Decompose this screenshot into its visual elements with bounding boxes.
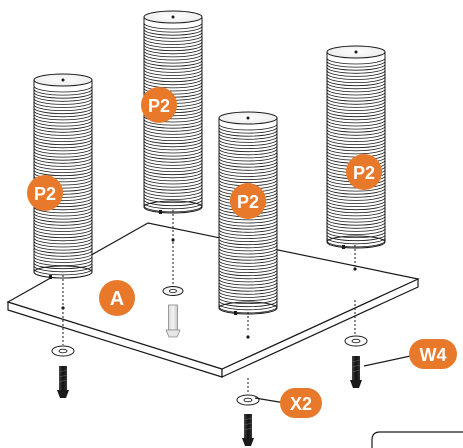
screws-under — [57, 356, 362, 446]
washer-label-text: W4 — [420, 345, 447, 365]
washer — [236, 394, 260, 406]
leg-label-4: P2 — [346, 154, 382, 190]
board-holes — [61, 238, 357, 339]
corner-frame — [371, 431, 463, 448]
screw-callout: X2 — [254, 388, 322, 418]
board-label-text: A — [110, 288, 124, 310]
leg-label-3-text: P2 — [237, 192, 259, 212]
washer-callout: W4 — [363, 339, 457, 369]
screw-label-text: X2 — [290, 394, 312, 414]
leg-label-1-text: P2 — [34, 184, 56, 204]
leg-label-1: P2 — [27, 175, 63, 211]
screw — [350, 356, 362, 388]
washers-under — [51, 335, 368, 406]
board-panel — [6, 222, 420, 378]
leg-label-2-text: P2 — [148, 96, 170, 116]
leg-label-3: P2 — [230, 183, 266, 219]
screw — [57, 366, 69, 398]
leg-label-4-text: P2 — [353, 163, 375, 183]
top-screw — [165, 304, 181, 338]
alignment-lines — [62, 210, 356, 393]
leg-4 — [326, 45, 386, 249]
washer — [51, 345, 75, 357]
board-label: A — [99, 280, 135, 316]
leg-label-2: P2 — [141, 87, 177, 123]
top-washer — [162, 286, 184, 296]
washer — [344, 335, 368, 347]
screw — [242, 414, 254, 446]
